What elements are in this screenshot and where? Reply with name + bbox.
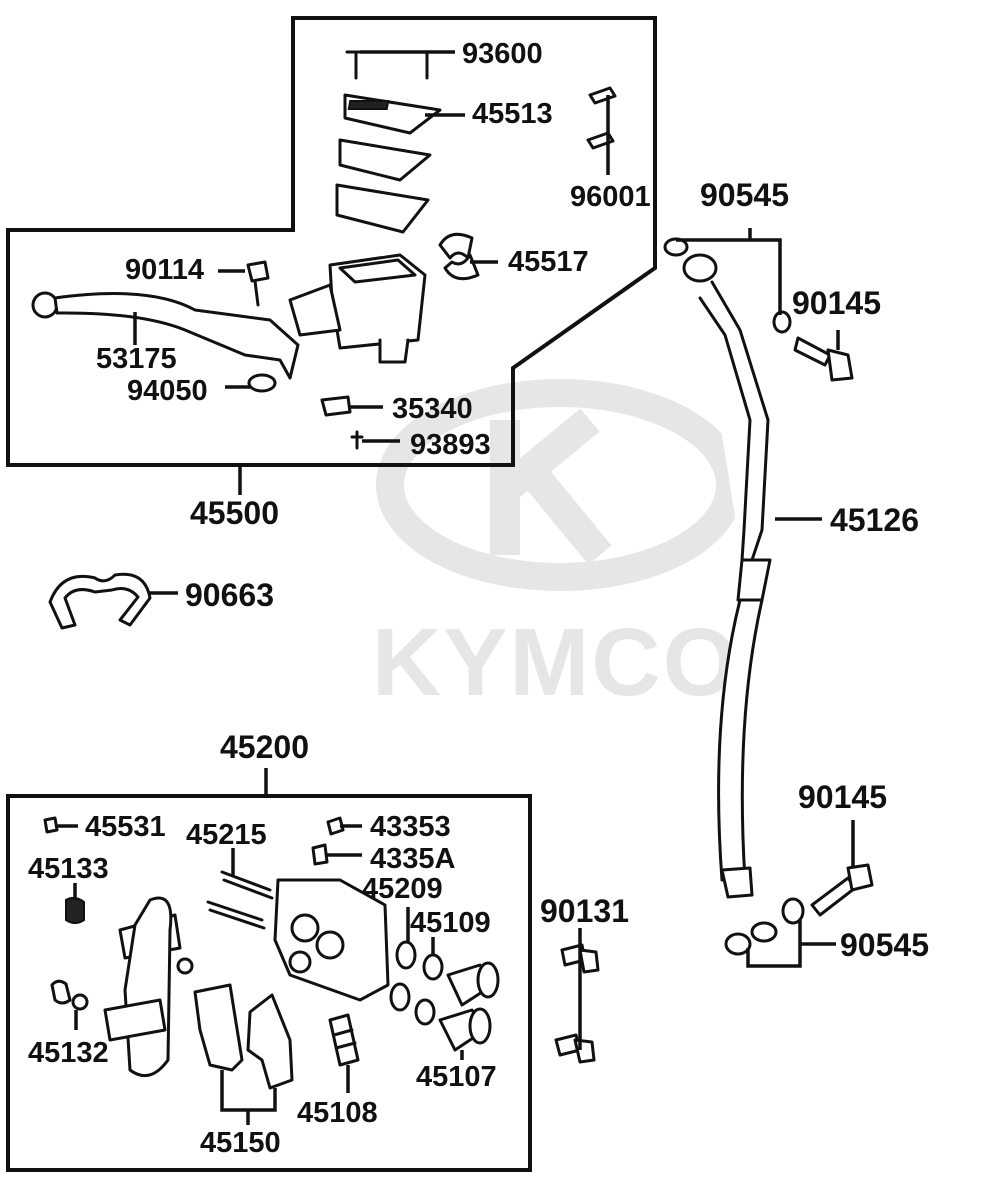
bleeder-4335A: [311, 843, 329, 866]
label-35340: 35340: [392, 393, 473, 425]
label-53175: 53175: [96, 343, 177, 375]
label-45150: 45150: [200, 1127, 281, 1159]
seal-45109: [414, 953, 444, 1026]
label-90131: 90131: [540, 893, 629, 929]
seal-45209: [389, 940, 417, 1012]
label-43353: 43353: [370, 811, 451, 843]
clamp-45517: [438, 232, 480, 281]
label-93600: 93600: [462, 38, 543, 70]
diaphragm-plate: [338, 138, 432, 182]
label-94050: 94050: [127, 375, 208, 407]
label-45132: 45132: [28, 1037, 109, 1069]
label-45108: 45108: [297, 1097, 378, 1129]
cap-45531: [43, 816, 59, 834]
clip-90663: [48, 572, 152, 630]
bolt-90131: [554, 943, 600, 1064]
label-45500: 45500: [190, 495, 279, 531]
label-90663: 90663: [185, 577, 274, 613]
caliper-bracket: [103, 896, 194, 1078]
brake-pads-45150: [193, 983, 294, 1090]
label-93893: 93893: [410, 429, 491, 461]
washer-90545-bottom-a: [781, 897, 805, 925]
master-cylinder-body: [288, 253, 427, 364]
label-4335A: 4335A: [370, 843, 456, 875]
label-45126: 45126: [830, 502, 919, 538]
brake-hose-45126: [663, 237, 778, 943]
label-90114: 90114: [125, 254, 204, 286]
bleeder-43353: [326, 816, 345, 836]
screw-93600: [345, 50, 438, 80]
diaphragm: [335, 183, 430, 234]
washer-90545-top: [772, 310, 792, 334]
label-90545-top: 90545: [700, 177, 789, 213]
label-96001: 96001: [570, 181, 651, 213]
switch-35340: [320, 395, 352, 417]
pivot-bolt-90114: [246, 260, 270, 307]
label-45209: 45209: [362, 873, 443, 905]
bolt-45215: [206, 870, 274, 930]
label-90145-top: 90145: [792, 285, 881, 321]
bolt-45133: [65, 896, 85, 924]
label-45215: 45215: [186, 819, 267, 851]
brake-lever-53175: [31, 291, 300, 380]
label-45513: 45513: [472, 98, 553, 130]
caliper-group-frame: [6, 794, 532, 1172]
watermark-brand-text: KYMCO: [372, 609, 739, 716]
guide-pin-45132: [50, 979, 89, 1011]
reservoir-cap-45513: [343, 93, 442, 135]
washer-94050: [247, 373, 277, 393]
label-45133: 45133: [28, 853, 109, 885]
label-90545-bottom: 90545: [840, 927, 929, 963]
caliper-body: [273, 878, 390, 1002]
spring-45108: [328, 1013, 360, 1067]
washer-90545-bottom-b: [724, 932, 752, 956]
screw-93893: [350, 430, 364, 450]
label-45107: 45107: [416, 1061, 497, 1093]
master-cylinder-group-frame: [6, 16, 657, 467]
banjo-bolt-90145-bottom: [810, 863, 874, 917]
label-90145-bottom: 90145: [798, 779, 887, 815]
banjo-bolt-90145-top: [793, 336, 854, 382]
piston-45107: [438, 961, 500, 1052]
label-45531: 45531: [85, 811, 166, 843]
label-45200: 45200: [220, 729, 309, 765]
label-45517: 45517: [508, 246, 589, 278]
bolt-96001: [586, 86, 617, 150]
label-45109: 45109: [410, 907, 491, 939]
